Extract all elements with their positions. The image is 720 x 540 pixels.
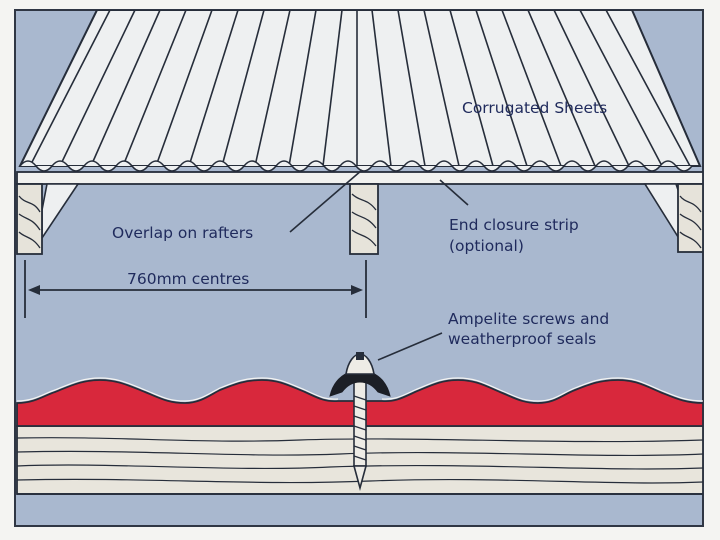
profile-top-edge [16, 377, 339, 402]
cross-batten [16, 171, 703, 185]
screw-and-seal [329, 352, 391, 492]
end-closure-leader [439, 179, 469, 206]
corrugation-lines [29, 10, 691, 167]
overlap-leader [289, 169, 363, 233]
label-end-closure-strip: End closure strip [449, 216, 579, 234]
screw-leader [377, 332, 443, 361]
rafter-right [677, 183, 703, 253]
label-overlap-on-rafters: Overlap on rafters [112, 224, 253, 242]
sheet-wave-edge [19, 160, 693, 172]
label-corrugated-sheets: Corrugated Sheets [462, 99, 607, 117]
label-760mm-centres: 760mm centres [127, 270, 249, 288]
label-ampelite-screws: Ampelite screws and [448, 310, 609, 328]
label-weatherproof-seals: weatherproof seals [448, 330, 596, 348]
rafter-middle [349, 183, 379, 255]
corrugated-sheet [18, 10, 702, 167]
rafter-left [16, 183, 43, 255]
profile-top-edge-right [381, 377, 703, 402]
centres-dimension-line [24, 260, 367, 318]
label-end-closure-optional: (optional) [449, 237, 524, 255]
